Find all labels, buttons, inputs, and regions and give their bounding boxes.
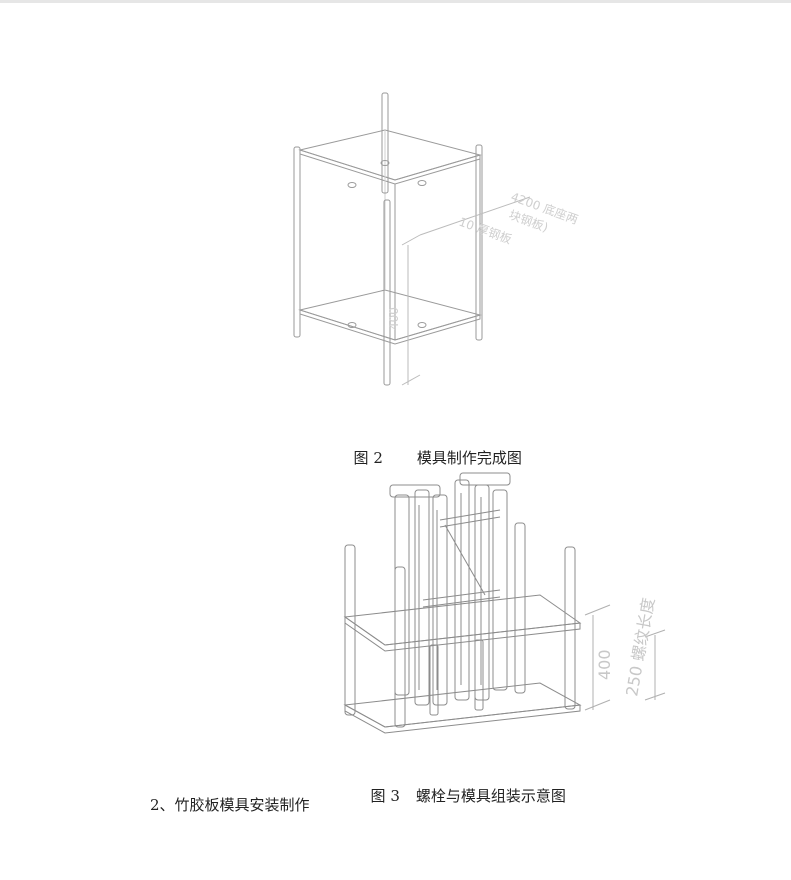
figure-3-caption: 图 3 螺栓与模具组装示意图 — [361, 767, 566, 806]
fig2-height-label: 400 — [387, 307, 401, 330]
fig3-thread-length-label: 250 螺纹长度 — [622, 596, 658, 697]
figure-3-drawing: 400 250 螺纹长度 — [343, 472, 666, 734]
figure-3-title: 螺栓与模具组装示意图 — [415, 787, 566, 805]
figure-2-drawing: 4200 底座两 块钢板) 10 厚钢板 400 — [293, 92, 580, 386]
outer-rods — [344, 522, 576, 728]
figure-2-number: 图 2 — [353, 449, 383, 467]
bolt-assembly-right — [454, 472, 511, 701]
figure-3-number: 图 3 — [370, 787, 400, 805]
page-top-border — [0, 0, 791, 3]
fig3-height-label: 400 — [595, 649, 614, 680]
top-board — [343, 594, 582, 646]
fig2-thickness-note: 10 厚钢板 — [457, 215, 514, 247]
top-plate — [298, 129, 482, 181]
bolt-assembly-left — [389, 484, 448, 706]
section-heading: 2、竹胶板模具安装制作 — [150, 796, 310, 814]
figure-2-caption: 图 2 模具制作完成图 — [344, 429, 522, 468]
rods — [293, 92, 483, 386]
figure-2-title: 模具制作完成图 — [416, 449, 522, 467]
bottom-board — [343, 682, 582, 728]
